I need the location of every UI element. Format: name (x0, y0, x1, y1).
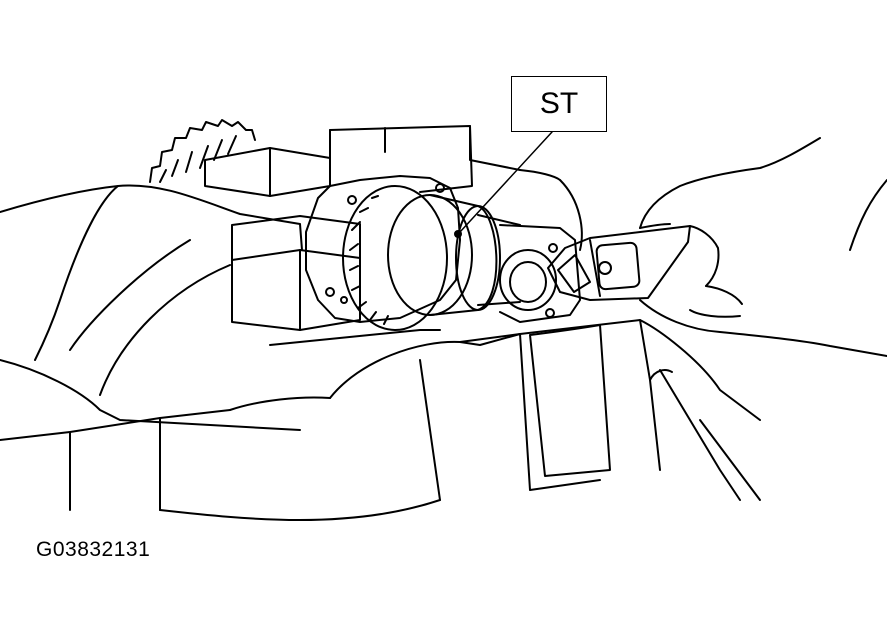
flange-plate (305, 175, 461, 323)
special-tool (499, 224, 581, 323)
callout-box: ST (511, 76, 607, 132)
housing-left (0, 184, 331, 511)
pinion-assembly (387, 194, 521, 316)
wrench (547, 225, 691, 301)
callout-label: ST (539, 87, 579, 120)
drive-gear-teeth (149, 119, 256, 183)
frame-right (519, 169, 761, 501)
callout-leader (454, 131, 553, 238)
figure-code: G03832131 (36, 538, 151, 561)
hand (639, 137, 887, 357)
ring-gear (342, 185, 448, 331)
main-block (159, 319, 761, 521)
support-blocks (204, 125, 521, 331)
